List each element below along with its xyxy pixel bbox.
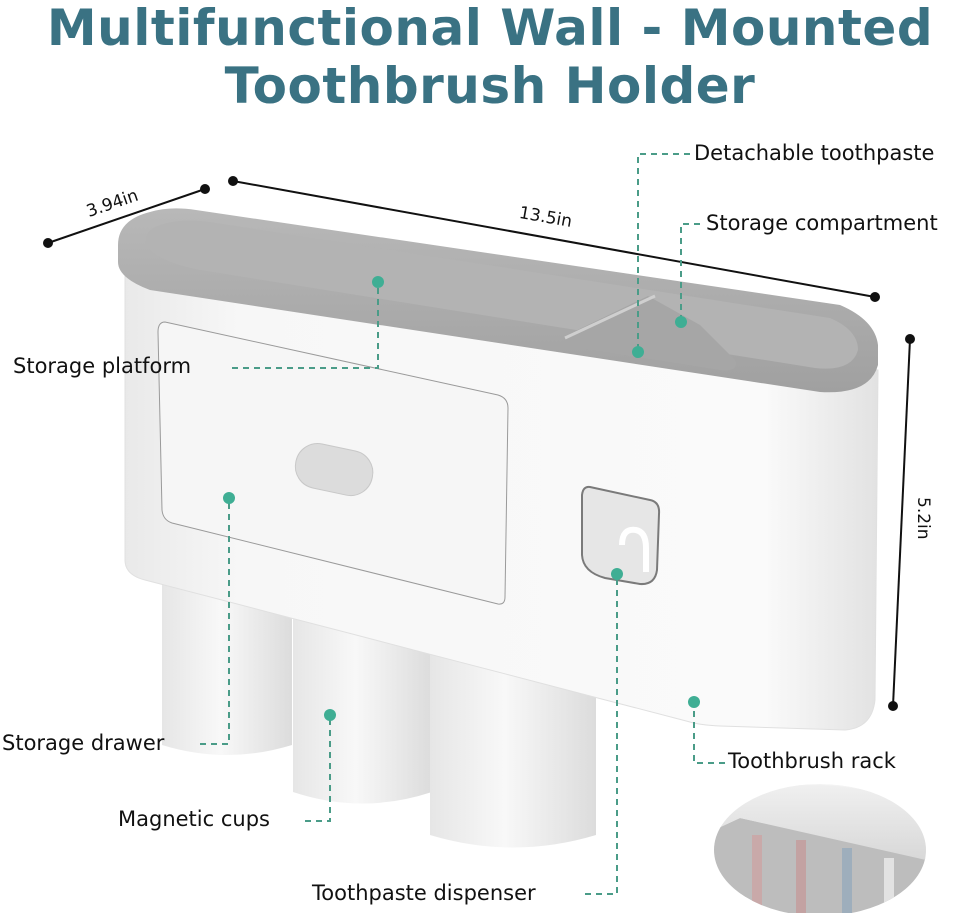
label-storage-drawer: Storage drawer <box>2 731 165 755</box>
label-storage-compartment: Storage compartment <box>706 211 938 235</box>
label-storage-platform: Storage platform <box>13 354 192 378</box>
label-toothbrush-rack: Toothbrush rack <box>728 749 896 773</box>
label-toothpaste-dispenser: Toothpaste dispenser <box>312 881 536 905</box>
toothbrush-rack-inset <box>714 784 926 913</box>
leader-lines <box>200 153 725 895</box>
magnetic-cups-illustration <box>162 560 596 848</box>
title-line-1: Multifunctional Wall - Mounted <box>46 0 934 57</box>
title-line-2: Toothbrush Holder <box>224 57 756 115</box>
label-magnetic-cups: Magnetic cups <box>118 807 270 831</box>
label-detachable-toothpaste: Detachable toothpaste <box>694 141 935 165</box>
dimension-height: 5.2in <box>913 497 933 540</box>
callout-dots <box>223 276 700 721</box>
dimension-lines <box>43 176 915 711</box>
drawer-handle <box>294 442 374 497</box>
